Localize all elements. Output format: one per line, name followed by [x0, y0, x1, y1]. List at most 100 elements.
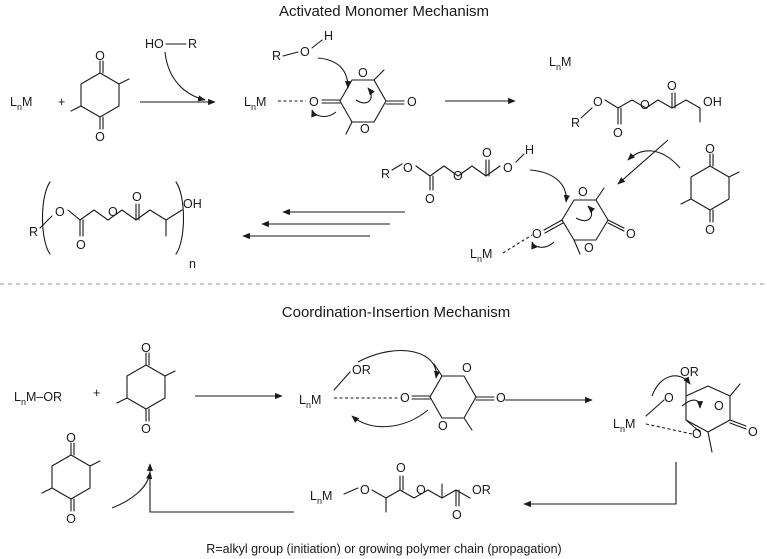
step-arrow-3 — [617, 139, 669, 185]
svg-text:O: O — [360, 483, 370, 497]
svg-text:R: R — [381, 167, 390, 181]
svg-text:O: O — [714, 399, 724, 413]
svg-text:O: O — [108, 205, 118, 219]
lactide-monomer-4: O O — [41, 431, 101, 526]
svg-text:O: O — [496, 391, 506, 405]
exo-oxygen: O — [407, 95, 417, 109]
coordination-bond — [645, 423, 693, 435]
alcohol-r: R — [188, 37, 197, 51]
alcohol-oxygen: O — [300, 45, 310, 59]
inserted-product: LnM O O O O OR — [310, 461, 491, 522]
repeat-n: n — [189, 257, 196, 271]
svg-text:O: O — [664, 391, 674, 405]
svg-text:O: O — [416, 483, 426, 497]
svg-text:O: O — [692, 427, 702, 441]
carbonyl-arrow — [311, 109, 337, 118]
svg-text:O: O — [132, 190, 142, 204]
ring-opened-ester: R O O O O OH — [571, 79, 722, 140]
svg-text:O: O — [66, 512, 76, 526]
svg-text:O: O — [584, 241, 594, 255]
ring-oxygen-a: O — [358, 66, 368, 80]
coordination-bond — [502, 234, 533, 254]
activated-lactide — [321, 69, 405, 135]
alcohol-addition-arrow — [164, 51, 206, 102]
svg-text:O: O — [141, 341, 151, 355]
svg-text:R: R — [571, 116, 580, 130]
ring-open-arrow — [355, 87, 375, 104]
svg-text:O: O — [453, 169, 463, 183]
polylactide-product: R O O O O OH n — [29, 181, 202, 271]
svg-text:O: O — [613, 126, 623, 140]
plus-sign: + — [58, 95, 65, 109]
alkoxide-or: OR — [352, 363, 371, 377]
alcohol-hydrogen: H — [324, 29, 333, 43]
activated-monomer-title: Activated Monomer Mechanism — [279, 3, 489, 20]
svg-text:O: O — [667, 79, 677, 93]
carbonyl-oxygen: O — [309, 95, 319, 109]
coordination-insertion-title: Coordination-Insertion Mechanism — [282, 304, 510, 321]
catalyst-label: LnM — [613, 417, 635, 434]
carbonyl-oxygen: O — [400, 391, 410, 405]
alcohol-r: R — [272, 49, 281, 63]
svg-text:O: O — [462, 361, 472, 375]
plus-sign: + — [93, 386, 100, 400]
insertion-carbonyl-arrow — [351, 409, 429, 428]
lactide-monomer-3: O O — [116, 341, 176, 436]
intermediate-arrow-2 — [681, 399, 704, 409]
ring-oxygen-bottom: O — [95, 130, 105, 144]
footer-note: R=alkyl group (initiation) or growing po… — [206, 542, 561, 556]
svg-text:O: O — [503, 161, 513, 175]
svg-text:O: O — [76, 238, 86, 252]
nucleophilic-attack-arrow — [317, 57, 352, 89]
coordinated-lactide — [411, 363, 495, 431]
svg-text:OH: OH — [703, 95, 722, 109]
svg-text:O: O — [482, 146, 492, 160]
lactide-monomer: O O — [70, 49, 130, 144]
lactide-monomer-2: O O — [680, 142, 740, 237]
catalyst-label: LnM — [10, 95, 32, 112]
svg-text:O: O — [705, 223, 715, 237]
svg-text:O: O — [66, 431, 76, 445]
svg-text:O: O — [748, 425, 758, 439]
tetrahedral-intermediate — [685, 377, 747, 453]
alkoxide-catalyst-label: LnM–OR — [14, 390, 62, 407]
propagation-ring-arrow — [575, 205, 596, 222]
svg-text:LnM: LnM — [310, 489, 332, 506]
propagating-chain: R O O O O O H — [381, 143, 534, 206]
ci-step-arrow-3 — [523, 462, 677, 508]
svg-text:H: H — [525, 143, 534, 157]
svg-text:OR: OR — [472, 483, 491, 497]
svg-text:O: O — [396, 461, 406, 475]
catalyst-label: LnM — [299, 393, 321, 410]
insertion-attack-arrow — [357, 349, 441, 379]
svg-text:O: O — [141, 422, 151, 436]
activated-lactide-2 — [543, 187, 625, 255]
svg-text:O: O — [640, 98, 650, 112]
alcohol-ho: HO — [145, 37, 164, 51]
svg-text:O: O — [626, 227, 636, 241]
monomer-return-arrow — [111, 471, 153, 509]
ci-return-arrow — [146, 463, 294, 513]
catalyst-label: LnM — [244, 95, 266, 112]
svg-text:O: O — [593, 95, 603, 109]
svg-text:O: O — [578, 185, 588, 199]
svg-text:O: O — [452, 508, 462, 522]
svg-text:R: R — [29, 225, 38, 239]
catalyst-label: LnM — [549, 55, 571, 72]
svg-text:O: O — [705, 142, 715, 156]
ring-oxygen-b: O — [360, 122, 370, 136]
ring-oxygen-top: O — [95, 49, 105, 63]
propagation-attack-arrow — [529, 169, 570, 203]
propagation-carbonyl-arrow — [531, 241, 555, 250]
carbonyl-oxygen: O — [532, 227, 542, 241]
monomer-entry-arrow — [627, 150, 681, 169]
intermediate-arrow-1 — [651, 375, 691, 397]
svg-text:O: O — [438, 419, 448, 433]
svg-text:O: O — [55, 205, 65, 219]
svg-text:OR: OR — [680, 365, 699, 379]
svg-text:O: O — [403, 161, 413, 175]
svg-text:OH: OH — [183, 197, 202, 211]
svg-text:O: O — [425, 192, 435, 206]
catalyst-label: LnM — [470, 247, 492, 264]
